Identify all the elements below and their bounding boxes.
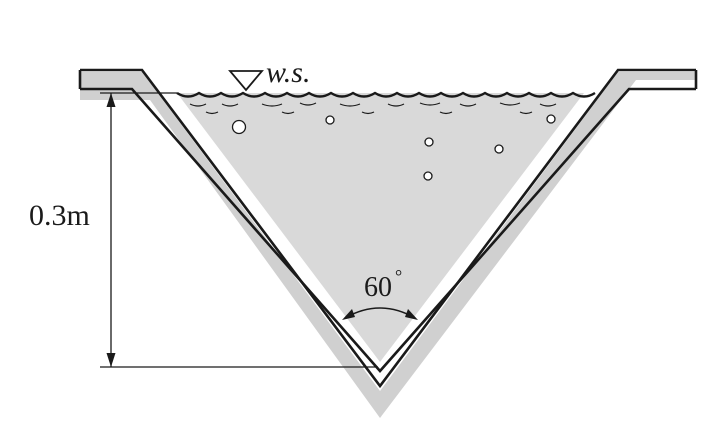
dimension-arrow-top-icon (106, 93, 116, 107)
bubbles (231, 114, 556, 181)
water-surface-label: w.s. (266, 56, 310, 89)
angle-arrow-right-icon (405, 309, 418, 320)
channel-wall-inner (80, 87, 696, 373)
channel-wall-outer (80, 68, 696, 389)
angle-unit: ° (395, 266, 402, 286)
water-body (177, 93, 584, 362)
angle-arrow-left-icon (342, 309, 355, 320)
angle-label: 60 (364, 272, 392, 303)
water-surface-waves (176, 91, 596, 98)
depth-label: 0.3m (29, 199, 90, 232)
depth-dimension (100, 92, 378, 368)
water-surface-symbol-icon (228, 70, 264, 92)
water-ripples (189, 102, 557, 115)
dimension-arrow-bottom-icon (106, 353, 116, 367)
